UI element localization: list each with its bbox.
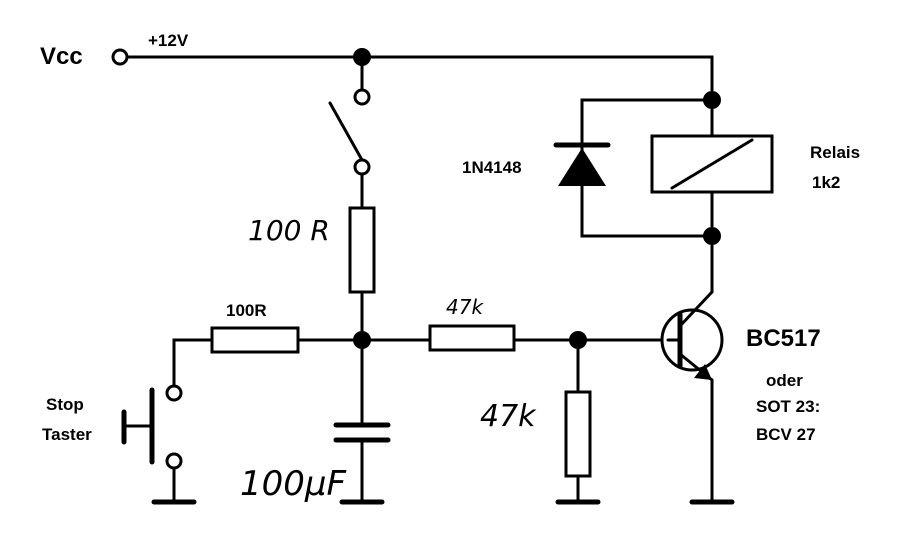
- relay-resistance-label: 1k2: [812, 173, 840, 192]
- capacitor-label: 100µF: [240, 464, 347, 504]
- stop-button: [121, 384, 197, 505]
- capacitor-100uf: [333, 338, 391, 505]
- resistor-47k-base: [428, 324, 516, 352]
- relay-coil: [650, 91, 774, 245]
- resistor-100r-series-label: 100 R: [248, 214, 330, 247]
- stop-terminal-top: [165, 384, 183, 402]
- resistor-100r-stop-label: 100R: [226, 301, 267, 320]
- vcc-label: Vcc: [40, 43, 83, 70]
- transistor-collector: [678, 290, 714, 328]
- resistor-47k-base-label: 47k: [446, 295, 484, 319]
- stop-label: Stop: [46, 395, 84, 414]
- transistor-label: BC517: [746, 325, 821, 352]
- transistor-emitter-arrow: [694, 364, 712, 380]
- relay-coil-stroke: [670, 138, 754, 190]
- supply-rail: [111, 48, 714, 102]
- diode-1n4148: [553, 98, 714, 238]
- resistor-100r-stop: [210, 326, 300, 354]
- switch-terminal-top: [353, 88, 371, 106]
- resistor-100r-series: [348, 206, 376, 294]
- transistor-body: [660, 308, 724, 372]
- stop-terminal-bottom: [165, 452, 183, 470]
- switch-terminal-bottom: [353, 158, 371, 176]
- resistor-47k-pulldown: [564, 390, 592, 478]
- supply-voltage-label: +12V: [148, 31, 189, 50]
- transistor-bc517: [660, 234, 735, 505]
- alternative-label-2: SOT 23:: [756, 397, 820, 416]
- taster-label: Taster: [42, 425, 92, 444]
- diode-label: 1N4148: [462, 158, 522, 177]
- alternative-label-1: oder: [766, 371, 803, 390]
- alternative-label-3: BCV 27: [756, 425, 816, 444]
- resistor-47k-pulldown-label: 47k: [480, 399, 537, 434]
- vcc-terminal: [111, 48, 129, 66]
- switch-lever: [328, 101, 364, 162]
- power-switch: [328, 55, 371, 210]
- relay-label: Relais: [810, 143, 860, 162]
- diode-triangle: [558, 148, 606, 186]
